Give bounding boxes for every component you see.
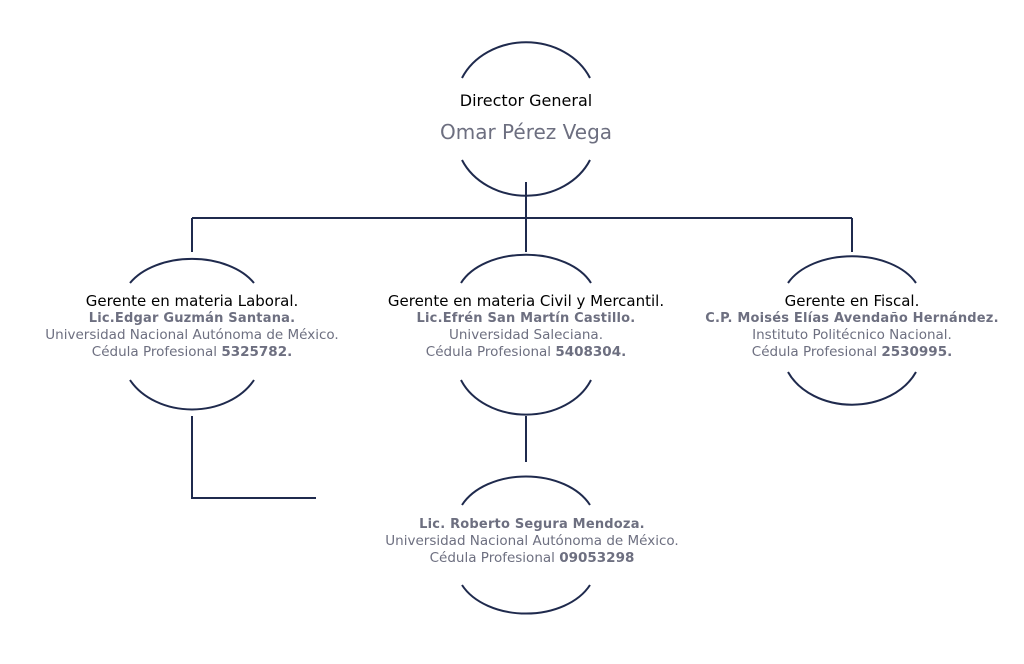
cedula-label: Cédula Profesional	[91, 344, 218, 360]
manager-title: Gerente en materia Civil y Mercantil.	[387, 292, 665, 310]
manager-person: Lic.Edgar Guzmán Santana.	[88, 311, 296, 326]
subordinate-circle-bottom-arc	[461, 584, 591, 615]
cedula-label: Cédula Profesional	[429, 550, 555, 566]
civil-circle-bottom-arc	[460, 379, 592, 416]
manager-cedula: Cédula Profesional 2530995.	[705, 344, 998, 361]
manager-title: Gerente en Fiscal.	[784, 292, 920, 310]
cedula-number: 5325782.	[221, 344, 293, 360]
laboral-circle-top-arc	[129, 257, 255, 284]
fiscal-circle-bottom-arc	[787, 371, 917, 406]
manager-cedula: Cédula Profesional 5408304.	[388, 344, 664, 361]
cedula-number: 2530995.	[881, 344, 953, 360]
director-circle-top-arc	[461, 41, 591, 79]
manager-institution: Universidad Saleciana.	[449, 327, 603, 343]
subordinate-node: Lic. Roberto Segura Mendoza. Universidad…	[385, 516, 678, 567]
manager-cedula: Cédula Profesional 5325782.	[45, 344, 338, 361]
civil-circle-top-arc	[460, 253, 592, 284]
manager-node-civil: Gerente en materia Civil y Mercantil. Li…	[388, 292, 664, 361]
subordinate-circle-top-arc	[461, 475, 591, 506]
director-title: Director General	[459, 91, 593, 110]
cedula-label: Cédula Profesional	[425, 344, 552, 360]
fiscal-circle-top-arc	[787, 255, 917, 284]
director-name: Omar Pérez Vega	[439, 120, 613, 144]
director-node: Director General Omar Pérez Vega	[440, 90, 612, 144]
manager-title: Gerente en materia Laboral.	[85, 292, 299, 310]
connector-laboral-tail	[191, 416, 316, 499]
subordinate-cedula: Cédula Profesional 09053298	[385, 550, 678, 567]
manager-institution: Instituto Politécnico Nacional.	[752, 327, 952, 343]
manager-node-laboral: Gerente en materia Laboral. Lic.Edgar Gu…	[45, 292, 338, 361]
subordinate-institution: Universidad Nacional Autónoma de México.	[385, 533, 679, 549]
manager-person: Lic.Efrén San Martín Castillo.	[416, 311, 636, 326]
manager-person: C.P. Moisés Elías Avendaño Hernández.	[705, 311, 999, 326]
manager-institution: Universidad Nacional Autónoma de México.	[45, 327, 339, 343]
manager-node-fiscal: Gerente en Fiscal. C.P. Moisés Elías Ave…	[705, 292, 998, 361]
laboral-circle-bottom-arc	[129, 379, 255, 411]
subordinate-person: Lic. Roberto Segura Mendoza.	[419, 517, 645, 532]
cedula-label: Cédula Profesional	[751, 344, 878, 360]
cedula-number: 5408304.	[555, 344, 627, 360]
cedula-number: 09053298	[559, 550, 635, 566]
